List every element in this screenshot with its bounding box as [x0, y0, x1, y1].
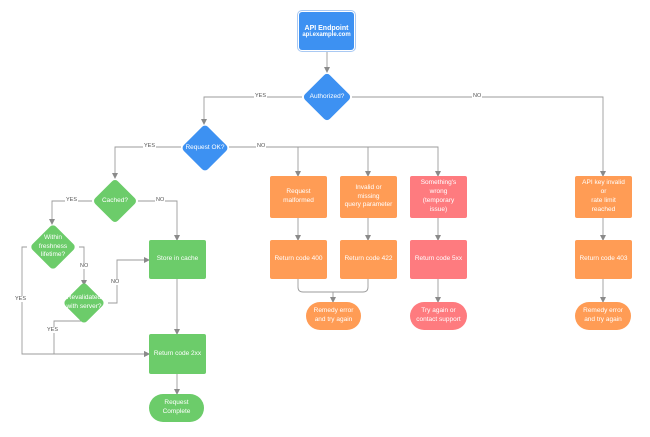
edge-label-req-no: NO [256, 143, 267, 149]
request-malformed-box: Request malformed [270, 176, 327, 218]
request-complete-label: Request Complete [162, 399, 191, 415]
return-422-box: Return code 422 [340, 240, 397, 279]
try-again-terminal: Try again or contact support [410, 302, 467, 330]
edge-authorized-no [352, 96, 606, 177]
cached-decision: Cached? [92, 178, 138, 224]
edge-label-reval-yes: YES [46, 327, 60, 333]
return-403-box: Return code 403 [575, 240, 632, 279]
api-endpoint-node: API Endpoint api.example.com [297, 10, 356, 52]
edge-label-cached-no: NO [155, 197, 166, 203]
revalidated-decision: Revalidated with server? [60, 281, 108, 325]
return-5xx-label: Return code 5xx [414, 255, 463, 263]
api-key-invalid-box: API key invalid or rate limit reached [575, 176, 632, 218]
store-in-cache-label: Store in cache [156, 255, 199, 263]
endpoint-title: API Endpoint [304, 24, 349, 32]
edge-request-yes [112, 146, 181, 179]
edge-label-req-yes: YES [143, 143, 157, 149]
freshness-decision: Within freshness lifetime? [27, 223, 79, 271]
remedy-error-terminal-a: Remedy error and try again [306, 302, 361, 330]
authorized-decision: Authorized? [302, 72, 352, 122]
return-400-label: Return code 400 [274, 255, 323, 263]
edge-cached-yes [49, 200, 92, 225]
temporary-issue-label: Something's wrong (temporary issue) [420, 179, 457, 213]
return-400-box: Return code 400 [270, 240, 327, 279]
edge-fresh-no [79, 246, 87, 286]
return-403-label: Return code 403 [579, 255, 628, 263]
edge-request-no [229, 146, 441, 177]
endpoint-subtitle: api.example.com [302, 31, 351, 38]
edge-label-auth-no: NO [472, 93, 483, 99]
store-in-cache-box: Store in cache [149, 240, 206, 279]
return-422-label: Return code 422 [344, 255, 393, 263]
edge-reval-yes [53, 320, 150, 357]
return-2xx-label: Return code 2xx [153, 349, 202, 357]
remedy-error-label-b: Remedy error and try again [583, 307, 623, 323]
return-2xx-box: Return code 2xx [149, 334, 206, 374]
request-ok-decision: Request OK? [180, 123, 230, 173]
edge-cached-no [138, 200, 180, 241]
request-complete-terminal: Request Complete [149, 394, 204, 422]
edge-label-fresh-no: NO [79, 263, 90, 269]
temporary-issue-box: Something's wrong (temporary issue) [410, 176, 467, 218]
freshness-label: Within freshness lifetime? [38, 233, 68, 259]
edge-label-reval-no: NO [110, 279, 121, 285]
request-malformed-label: Request malformed [283, 188, 314, 204]
edge-400-remedy [297, 279, 369, 293]
request-ok-label: Request OK? [185, 143, 225, 151]
edge-label-fresh-yes: YES [14, 296, 28, 302]
remedy-error-terminal-b: Remedy error and try again [575, 302, 631, 330]
cached-label: Cached? [101, 196, 129, 204]
edge-label-cached-yes: YES [65, 197, 79, 203]
remedy-error-label-a: Remedy error and try again [313, 307, 354, 323]
invalid-parameter-label: Invalid or missing query parameter [344, 183, 393, 209]
revalidated-label: Revalidated with server? [66, 294, 102, 310]
try-again-label: Try again or contact support [416, 307, 461, 323]
edge-label-auth-yes: YES [254, 93, 268, 99]
invalid-parameter-box: Invalid or missing query parameter [340, 176, 397, 218]
authorized-label: Authorized? [309, 92, 345, 100]
api-key-invalid-label: API key invalid or rate limit reached [582, 179, 625, 213]
return-5xx-box: Return code 5xx [410, 240, 467, 279]
edge-authorized-yes [201, 96, 302, 125]
